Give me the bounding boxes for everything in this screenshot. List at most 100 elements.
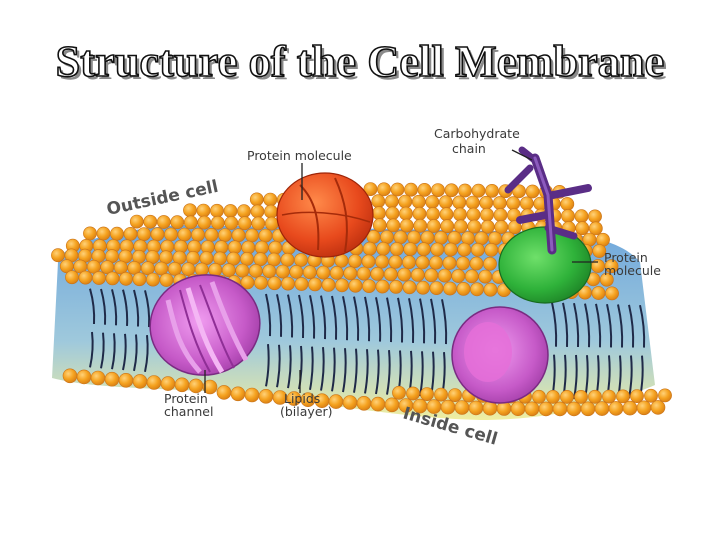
lipid-head: [245, 228, 259, 243]
lipid-head: [410, 267, 425, 282]
lipid-head: [538, 401, 554, 417]
lipid-tail: [320, 347, 325, 391]
lipid-head: [380, 230, 394, 244]
lipid-head: [483, 282, 498, 297]
lipid-tail: [89, 331, 94, 368]
lipid-head: [574, 389, 588, 404]
lipid-head: [204, 227, 219, 242]
lipid-head: [608, 401, 624, 416]
lipid-head: [461, 231, 475, 245]
lipid-head: [170, 215, 185, 230]
lipid-tail: [320, 295, 327, 340]
lipid-head: [389, 242, 404, 256]
lipid-tail: [353, 348, 358, 393]
lipid-head: [240, 251, 254, 266]
lipid-head: [240, 275, 255, 290]
label-protein-molecule-right-line2: molecule: [604, 263, 661, 278]
lipid-head: [456, 256, 470, 271]
lipid-head: [227, 240, 242, 255]
lipid-head: [248, 263, 263, 278]
lipid-head: [191, 227, 205, 242]
lipid-head: [251, 216, 266, 231]
lipid-head: [281, 276, 295, 291]
lipid-head: [302, 265, 317, 280]
lipid-head: [316, 265, 331, 280]
lipid-tail: [419, 298, 426, 344]
label-protein-channel-line1: Protein: [164, 391, 208, 406]
lipid-head: [83, 226, 97, 241]
lipid-tail: [287, 294, 294, 338]
lipid-head: [592, 244, 607, 258]
lipid-head: [264, 216, 279, 231]
lipid-head: [159, 273, 174, 287]
lipid-head: [146, 272, 160, 287]
lipid-head: [253, 252, 268, 267]
lipid-head: [202, 379, 218, 395]
lipid-head: [258, 388, 274, 404]
lipid-head: [164, 227, 178, 242]
lipid-head: [479, 195, 494, 210]
lipid-head: [118, 372, 134, 388]
lipid-head: [494, 220, 509, 234]
lipid-head: [105, 271, 120, 286]
lipid-tail: [628, 304, 635, 348]
lipid-head: [154, 261, 169, 276]
lipid-head: [453, 219, 468, 234]
label-pointers: [204, 149, 598, 393]
lipid-head: [560, 389, 574, 404]
lipid-tail: [309, 346, 314, 390]
lipid-tail: [364, 296, 371, 342]
lipid-head: [420, 230, 435, 245]
lipid-head: [415, 255, 430, 270]
lipid-head: [119, 271, 133, 286]
lipid-head: [280, 252, 295, 267]
lipid-head: [474, 231, 489, 246]
protein-molecule-right: [498, 226, 592, 304]
lipid-tail: [276, 344, 281, 388]
label-lipids-line1: Lipids: [284, 391, 320, 406]
lipid-head: [478, 269, 493, 284]
lipid-tail: [584, 303, 591, 348]
lipid-head: [456, 281, 471, 296]
lipid-tail: [441, 299, 448, 345]
lipid-tail: [100, 332, 105, 369]
lipid-tail: [111, 333, 116, 370]
lipid-head: [375, 254, 389, 269]
lipid-head: [230, 386, 246, 402]
lipid-head: [90, 370, 106, 386]
lipid-tail: [617, 304, 624, 348]
lipid-head: [438, 195, 453, 210]
lipid-head: [466, 207, 481, 222]
lipid-tail: [133, 334, 138, 372]
lipid-head: [524, 401, 540, 417]
lipid-head: [431, 183, 445, 197]
lipid-head: [588, 389, 602, 404]
lipid-head: [177, 227, 192, 242]
lipid-tail: [595, 303, 602, 348]
lipid-head: [480, 207, 494, 222]
lipid-head: [444, 183, 459, 198]
lipid-head: [384, 194, 399, 209]
lipid-tail: [309, 295, 316, 339]
lipid-head: [402, 280, 417, 295]
lipid-head: [658, 388, 672, 403]
lipid-head: [132, 374, 148, 389]
lipid-head: [402, 255, 416, 270]
lipid-head: [622, 400, 638, 416]
lipid-tail: [375, 297, 382, 342]
lipid-head: [343, 266, 358, 281]
lipid-tail: [639, 304, 646, 348]
lipid-head: [485, 183, 499, 198]
lipid-head: [267, 252, 281, 267]
lipid-tail: [298, 294, 305, 339]
lipid-head: [262, 264, 277, 279]
lipid-head: [406, 386, 420, 401]
lipid-head: [437, 268, 452, 283]
lipid-head: [362, 241, 377, 256]
lipid-head: [308, 277, 322, 292]
lipid-head: [561, 209, 575, 223]
lipid-head: [237, 204, 251, 219]
lipid-head: [221, 263, 236, 278]
lipid-head: [156, 215, 171, 229]
lipid-head: [416, 280, 430, 295]
